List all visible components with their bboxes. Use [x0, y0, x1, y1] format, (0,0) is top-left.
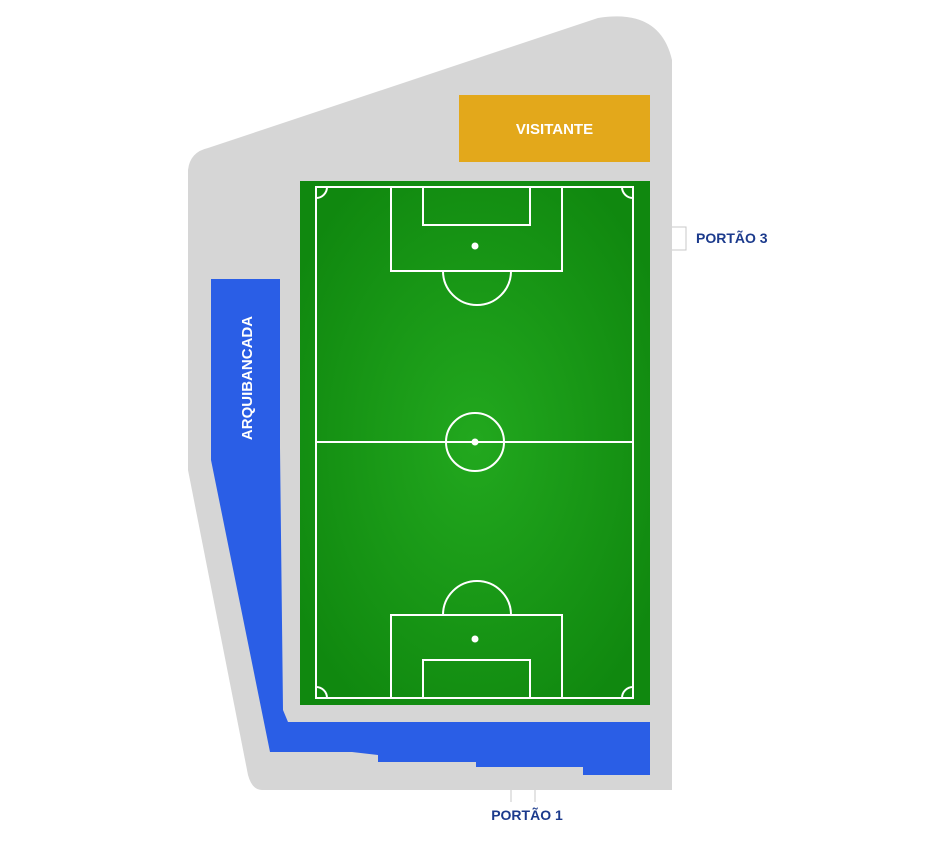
arquibancada-label: ARQUIBANCADA — [239, 316, 256, 440]
bottom-penalty-arc — [442, 580, 512, 616]
corner-arc — [621, 186, 634, 199]
portao-3-gate[interactable]: PORTÃO 3 — [672, 226, 768, 251]
portao-1-gate[interactable]: PORTÃO 1 — [491, 790, 563, 823]
corner-arc — [315, 686, 328, 699]
top-penalty-arc — [442, 270, 512, 306]
top-penalty-spot — [471, 242, 479, 250]
bottom-goal-area — [422, 659, 531, 699]
center-circle — [445, 412, 505, 472]
corner-arc — [621, 686, 634, 699]
portao-1-label: PORTÃO 1 — [491, 806, 563, 823]
corner-arc — [315, 186, 328, 199]
football-pitch — [300, 181, 650, 705]
top-goal-area — [422, 186, 531, 226]
portao-3-label: PORTÃO 3 — [696, 229, 768, 246]
arquibancada-sector[interactable]: ARQUIBANCADA — [211, 279, 650, 775]
center-spot — [471, 438, 479, 446]
visitante-sector[interactable]: VISITANTE — [459, 95, 650, 162]
bottom-penalty-spot — [471, 635, 479, 643]
visitante-label: VISITANTE — [516, 121, 593, 138]
